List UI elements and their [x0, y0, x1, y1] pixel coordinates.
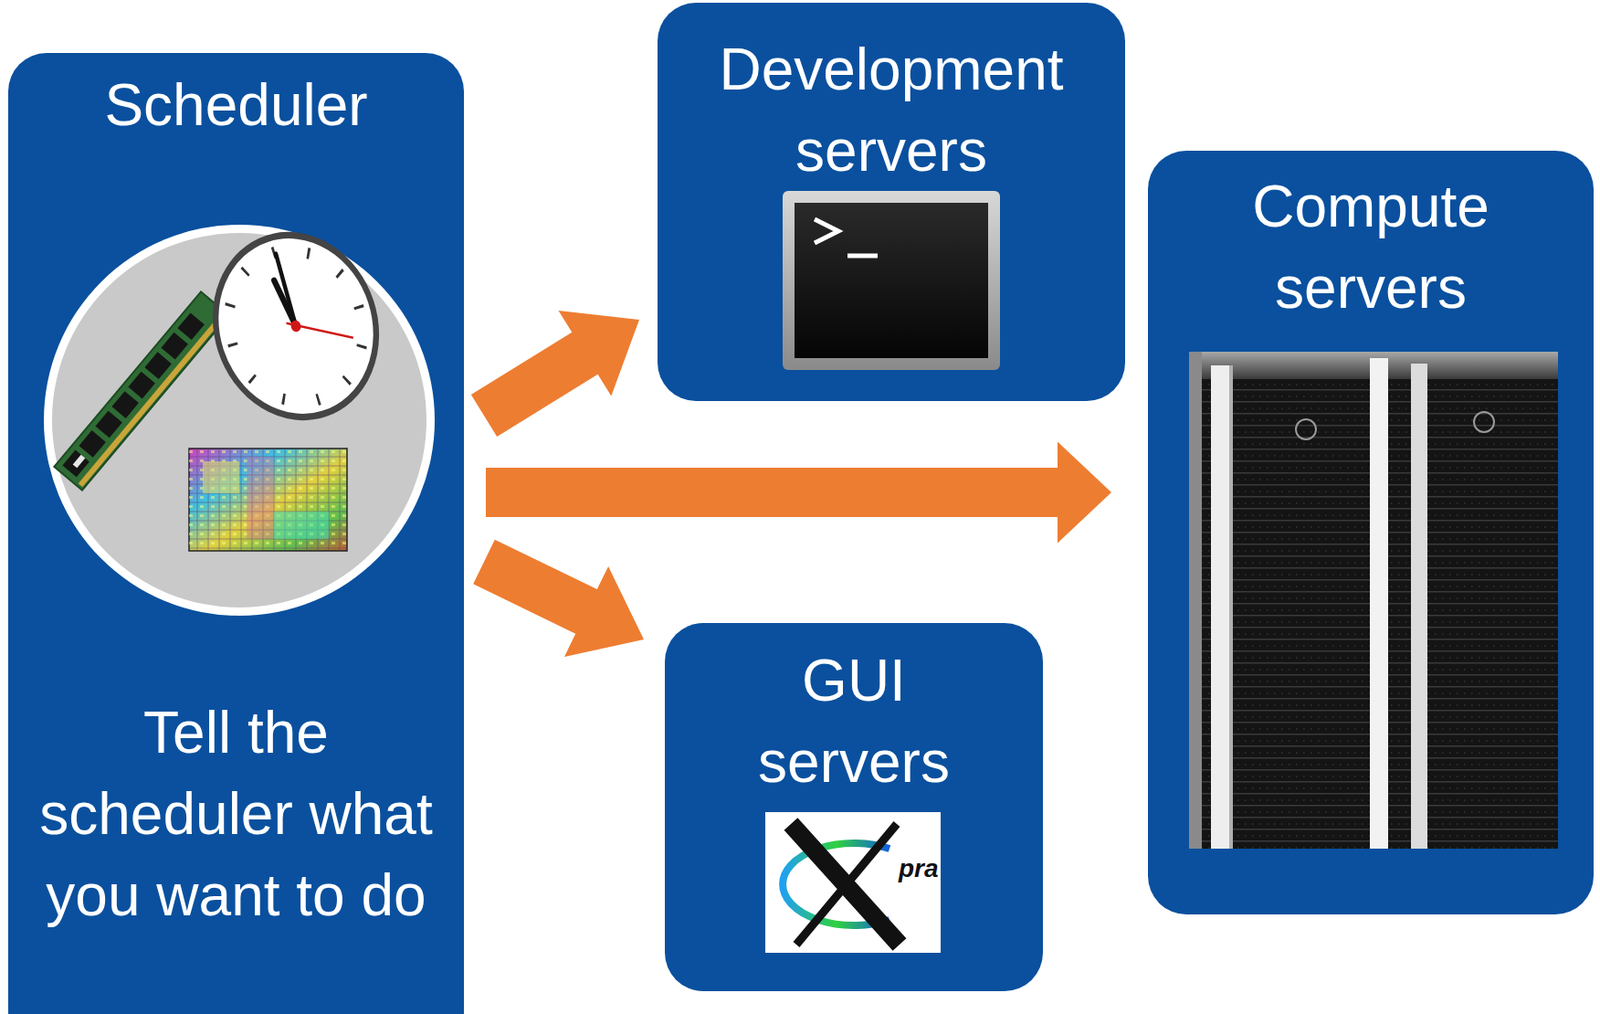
logo-text: pra [898, 853, 939, 883]
block-arrow [471, 310, 640, 437]
server-box: SchedulerTell the scheduler what you wan… [8, 52, 464, 1014]
box-body-text: Tell the scheduler what you want to do [21, 692, 452, 937]
box-title: Scheduler [26, 64, 447, 147]
server-box: Development servers [657, 2, 1126, 401]
memory-stick [53, 291, 229, 490]
scheduler-illustration [43, 213, 435, 616]
box-title: GUI servers [716, 640, 991, 803]
box-title: Compute servers [1215, 166, 1527, 329]
server-box: GUI servers [664, 622, 1043, 991]
processor-die [189, 448, 348, 551]
server-box: Compute servers [1147, 150, 1594, 915]
server-rack-photo [1189, 351, 1558, 849]
xpra-logo [765, 811, 941, 953]
terminal-icon [782, 190, 1000, 370]
box-title: Development servers [690, 29, 1093, 192]
clock [192, 213, 400, 438]
block-arrow [473, 539, 644, 657]
block-arrow [485, 442, 1112, 544]
